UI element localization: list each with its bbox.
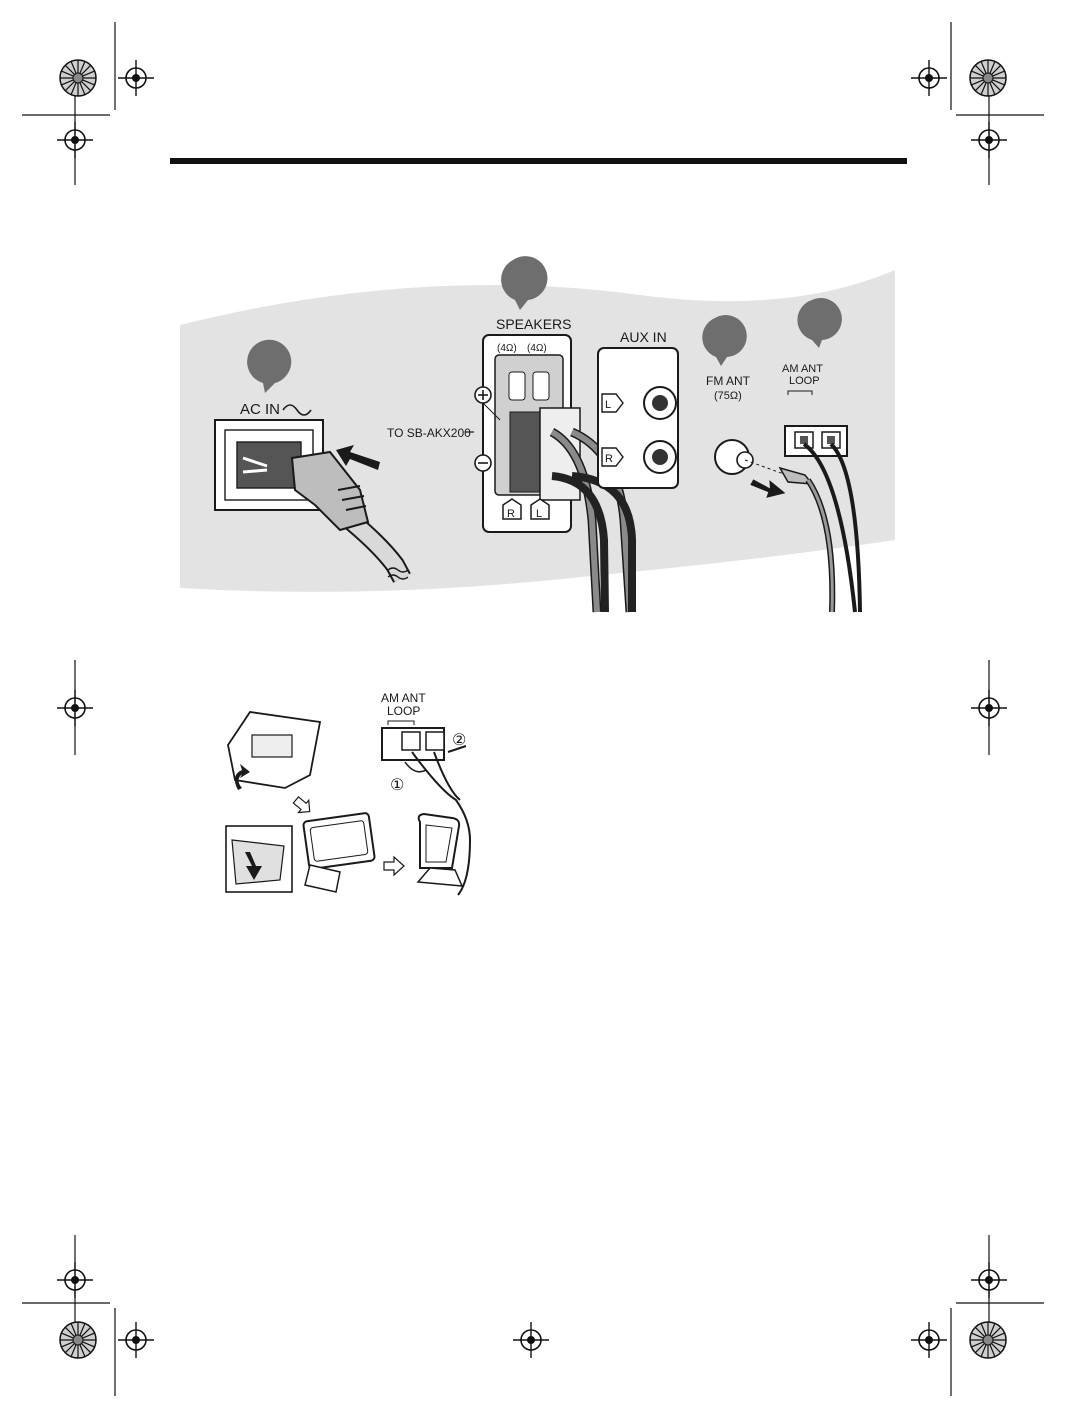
aux-in-jacks: AUX IN L R <box>597 329 679 489</box>
am-assembly-label: AM ANT <box>381 691 426 705</box>
speaker-terminals: SPEAKERS (4Ω) (4Ω) TO SB-AKX200 R L <box>387 316 581 533</box>
ac-inlet: AC IN <box>214 401 324 511</box>
svg-text:R: R <box>507 508 515 520</box>
step2-arrow-icon <box>447 745 467 753</box>
callout-ac <box>247 339 292 393</box>
press-arrow-icon <box>245 852 262 880</box>
ac-in-label: AC IN <box>240 401 280 418</box>
step2-marker: ② <box>452 732 466 749</box>
am-assembly-loop-label: LOOP <box>387 704 420 718</box>
callout-fm <box>702 315 747 366</box>
speakers-label: SPEAKERS <box>496 316 571 332</box>
plus-icon <box>474 386 492 404</box>
ac-tilde-icon <box>282 404 312 416</box>
to-speaker-label: TO SB-AKX200 <box>387 426 471 440</box>
am-loop-label: LOOP <box>789 375 820 387</box>
callout-speakers <box>501 256 548 310</box>
am-antenna-terminal: AM ANT LOOP <box>782 363 862 613</box>
callout-am <box>797 298 842 348</box>
svg-text:L: L <box>536 508 542 520</box>
registration-marks <box>56 59 1008 1359</box>
power-cord <box>290 445 411 583</box>
step-arrow-icon <box>292 796 311 814</box>
speaker-r-badge <box>502 498 522 520</box>
crop-marks <box>22 22 1044 1396</box>
aux-l-badge <box>601 393 624 413</box>
speaker-l-badge <box>530 498 550 520</box>
fold-arrow-icon <box>234 764 250 790</box>
am-ant-label: AM ANT <box>782 363 823 375</box>
aux-r-badge <box>601 447 624 467</box>
fm-insert-arrow-icon <box>750 479 786 498</box>
fm-antenna-jack: FM ANT (75Ω) <box>706 374 836 613</box>
minus-icon <box>474 454 492 472</box>
insert-arrow-icon <box>336 445 380 470</box>
header-rule <box>170 158 907 164</box>
step-arrow-icon <box>383 855 405 877</box>
am-loop-assembly: AM ANT LOOP ① ② <box>225 691 472 896</box>
color-target-marks <box>59 59 1007 1359</box>
aux-in-label: AUX IN <box>620 329 667 345</box>
svg-text:R: R <box>605 453 613 465</box>
fm-impedance-label: (75Ω) <box>714 390 742 402</box>
impedance-r-label: (4Ω) <box>497 343 517 354</box>
step1-marker: ① <box>390 777 404 794</box>
svg-text:L: L <box>605 399 611 411</box>
fm-ant-label: FM ANT <box>706 374 751 388</box>
impedance-l-label: (4Ω) <box>527 343 547 354</box>
callout-markers <box>247 256 842 393</box>
